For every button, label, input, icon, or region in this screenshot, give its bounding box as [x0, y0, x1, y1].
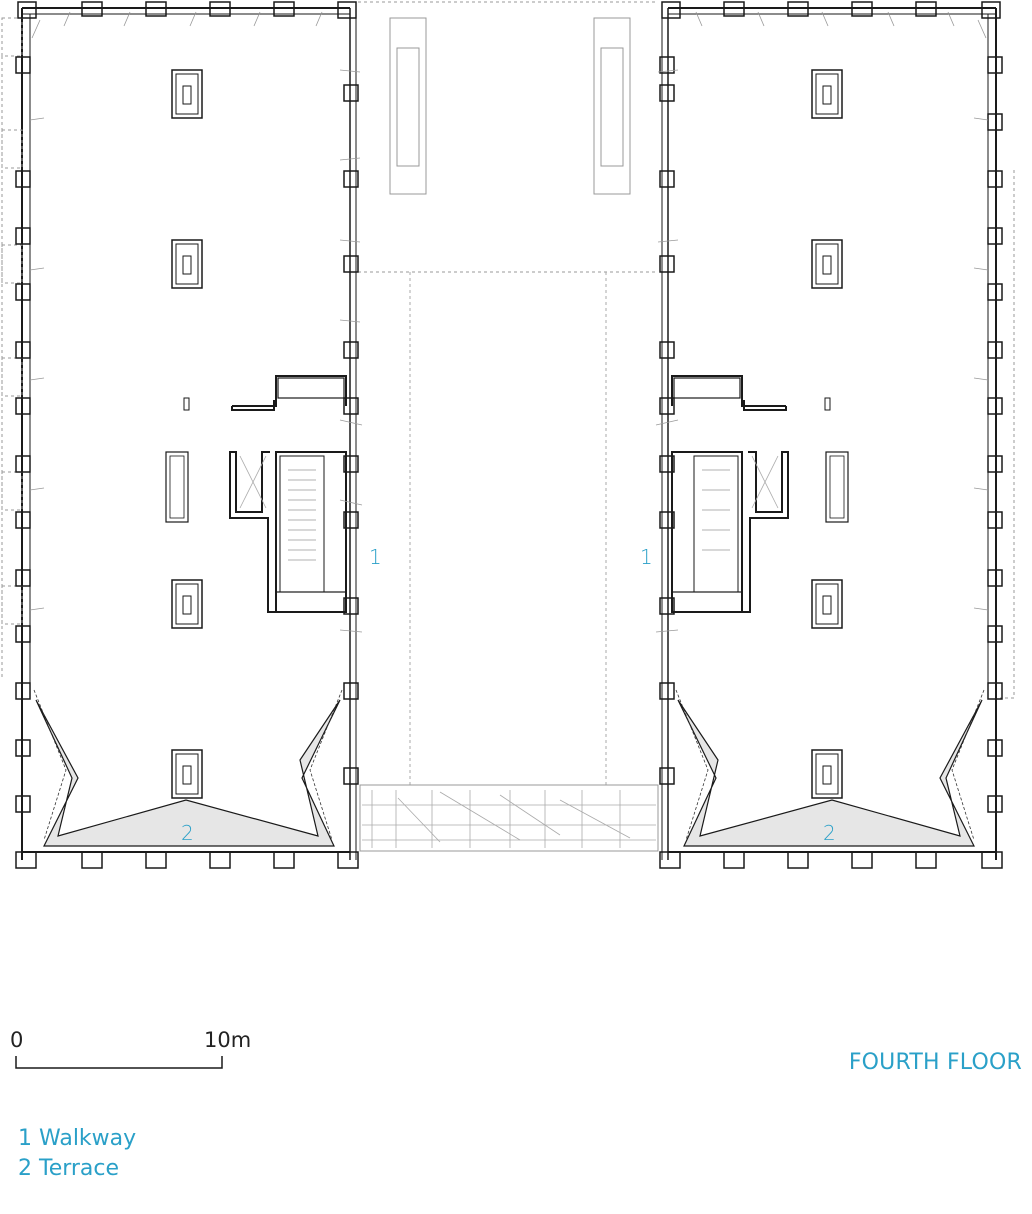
central-walkway: [358, 1, 659, 852]
floor-title: FOURTH FLOOR: [848, 1050, 1022, 1075]
legend-item-walkway: 1 Walkway: [18, 1126, 137, 1151]
stair-left: [389, 17, 427, 195]
walkway-label-left: 1: [369, 545, 382, 569]
terrace-label-right: 2: [823, 821, 836, 845]
stair-right: [593, 17, 631, 195]
left-building: [1, 1, 363, 869]
left-core: [165, 375, 347, 613]
right-building: [655, 1, 1015, 869]
scale-bar-start-label: 0: [10, 1028, 24, 1052]
legend-item-terrace: 2 Terrace: [18, 1156, 120, 1181]
scale-bar-end-label: 10m: [204, 1028, 252, 1052]
scale-bar: [15, 1056, 223, 1069]
walkway-label-right: 1: [640, 545, 653, 569]
paving-pattern: [362, 790, 656, 848]
terrace-label-left: 2: [181, 821, 194, 845]
left-terrace: [33, 689, 343, 847]
legend: 1 Walkway 2 Terrace: [18, 1124, 136, 1184]
